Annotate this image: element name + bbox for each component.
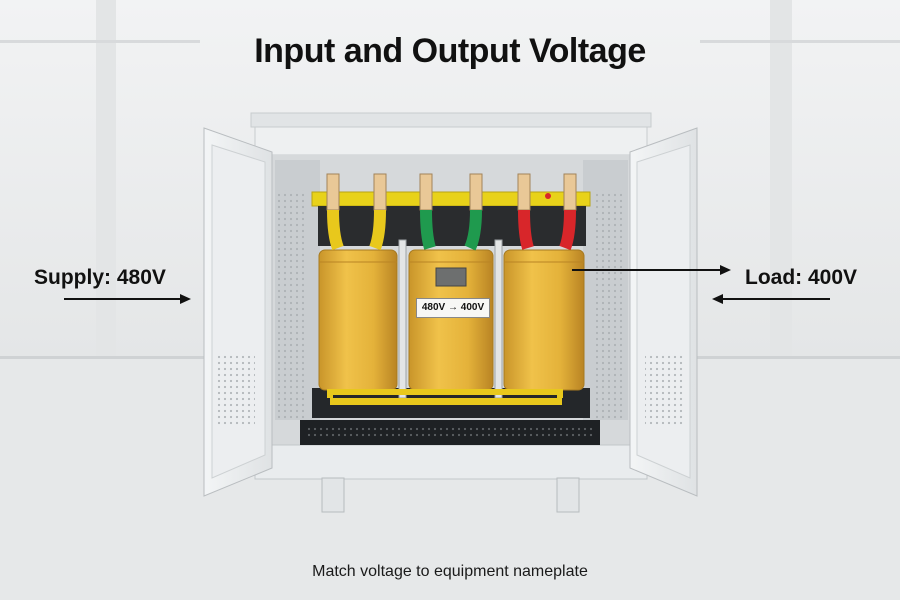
transformer-coil-2 — [408, 249, 494, 391]
load-out-arrow-icon — [572, 265, 731, 275]
supply-voltage-label: Supply: 480V — [34, 266, 166, 289]
wall-pillar-left — [96, 0, 116, 358]
page-title: Input and Output Voltage — [254, 32, 646, 70]
cabinet-foot-right — [556, 477, 580, 513]
load-arrow-icon — [712, 294, 830, 304]
terminal-green-2 — [464, 173, 483, 251]
load-voltage-label: Load: 400V — [745, 266, 858, 289]
supply-arrow-icon — [64, 294, 191, 304]
wall-pillar-right — [770, 0, 792, 358]
cabinet-base — [254, 444, 648, 480]
transformer-coil-1 — [318, 249, 398, 391]
transformer-coil-3 — [503, 249, 585, 391]
terminal-yellow-2 — [369, 173, 387, 251]
terminal-red-1 — [517, 173, 534, 250]
nameplate-label: 480V → 400V — [416, 298, 490, 318]
terminal-green-1 — [419, 173, 436, 250]
terminal-yellow-1 — [326, 173, 344, 251]
cabinet-foot-left — [321, 477, 345, 513]
caption: Match voltage to equipment nameplate — [312, 563, 588, 580]
terminal-red-2 — [559, 173, 577, 251]
